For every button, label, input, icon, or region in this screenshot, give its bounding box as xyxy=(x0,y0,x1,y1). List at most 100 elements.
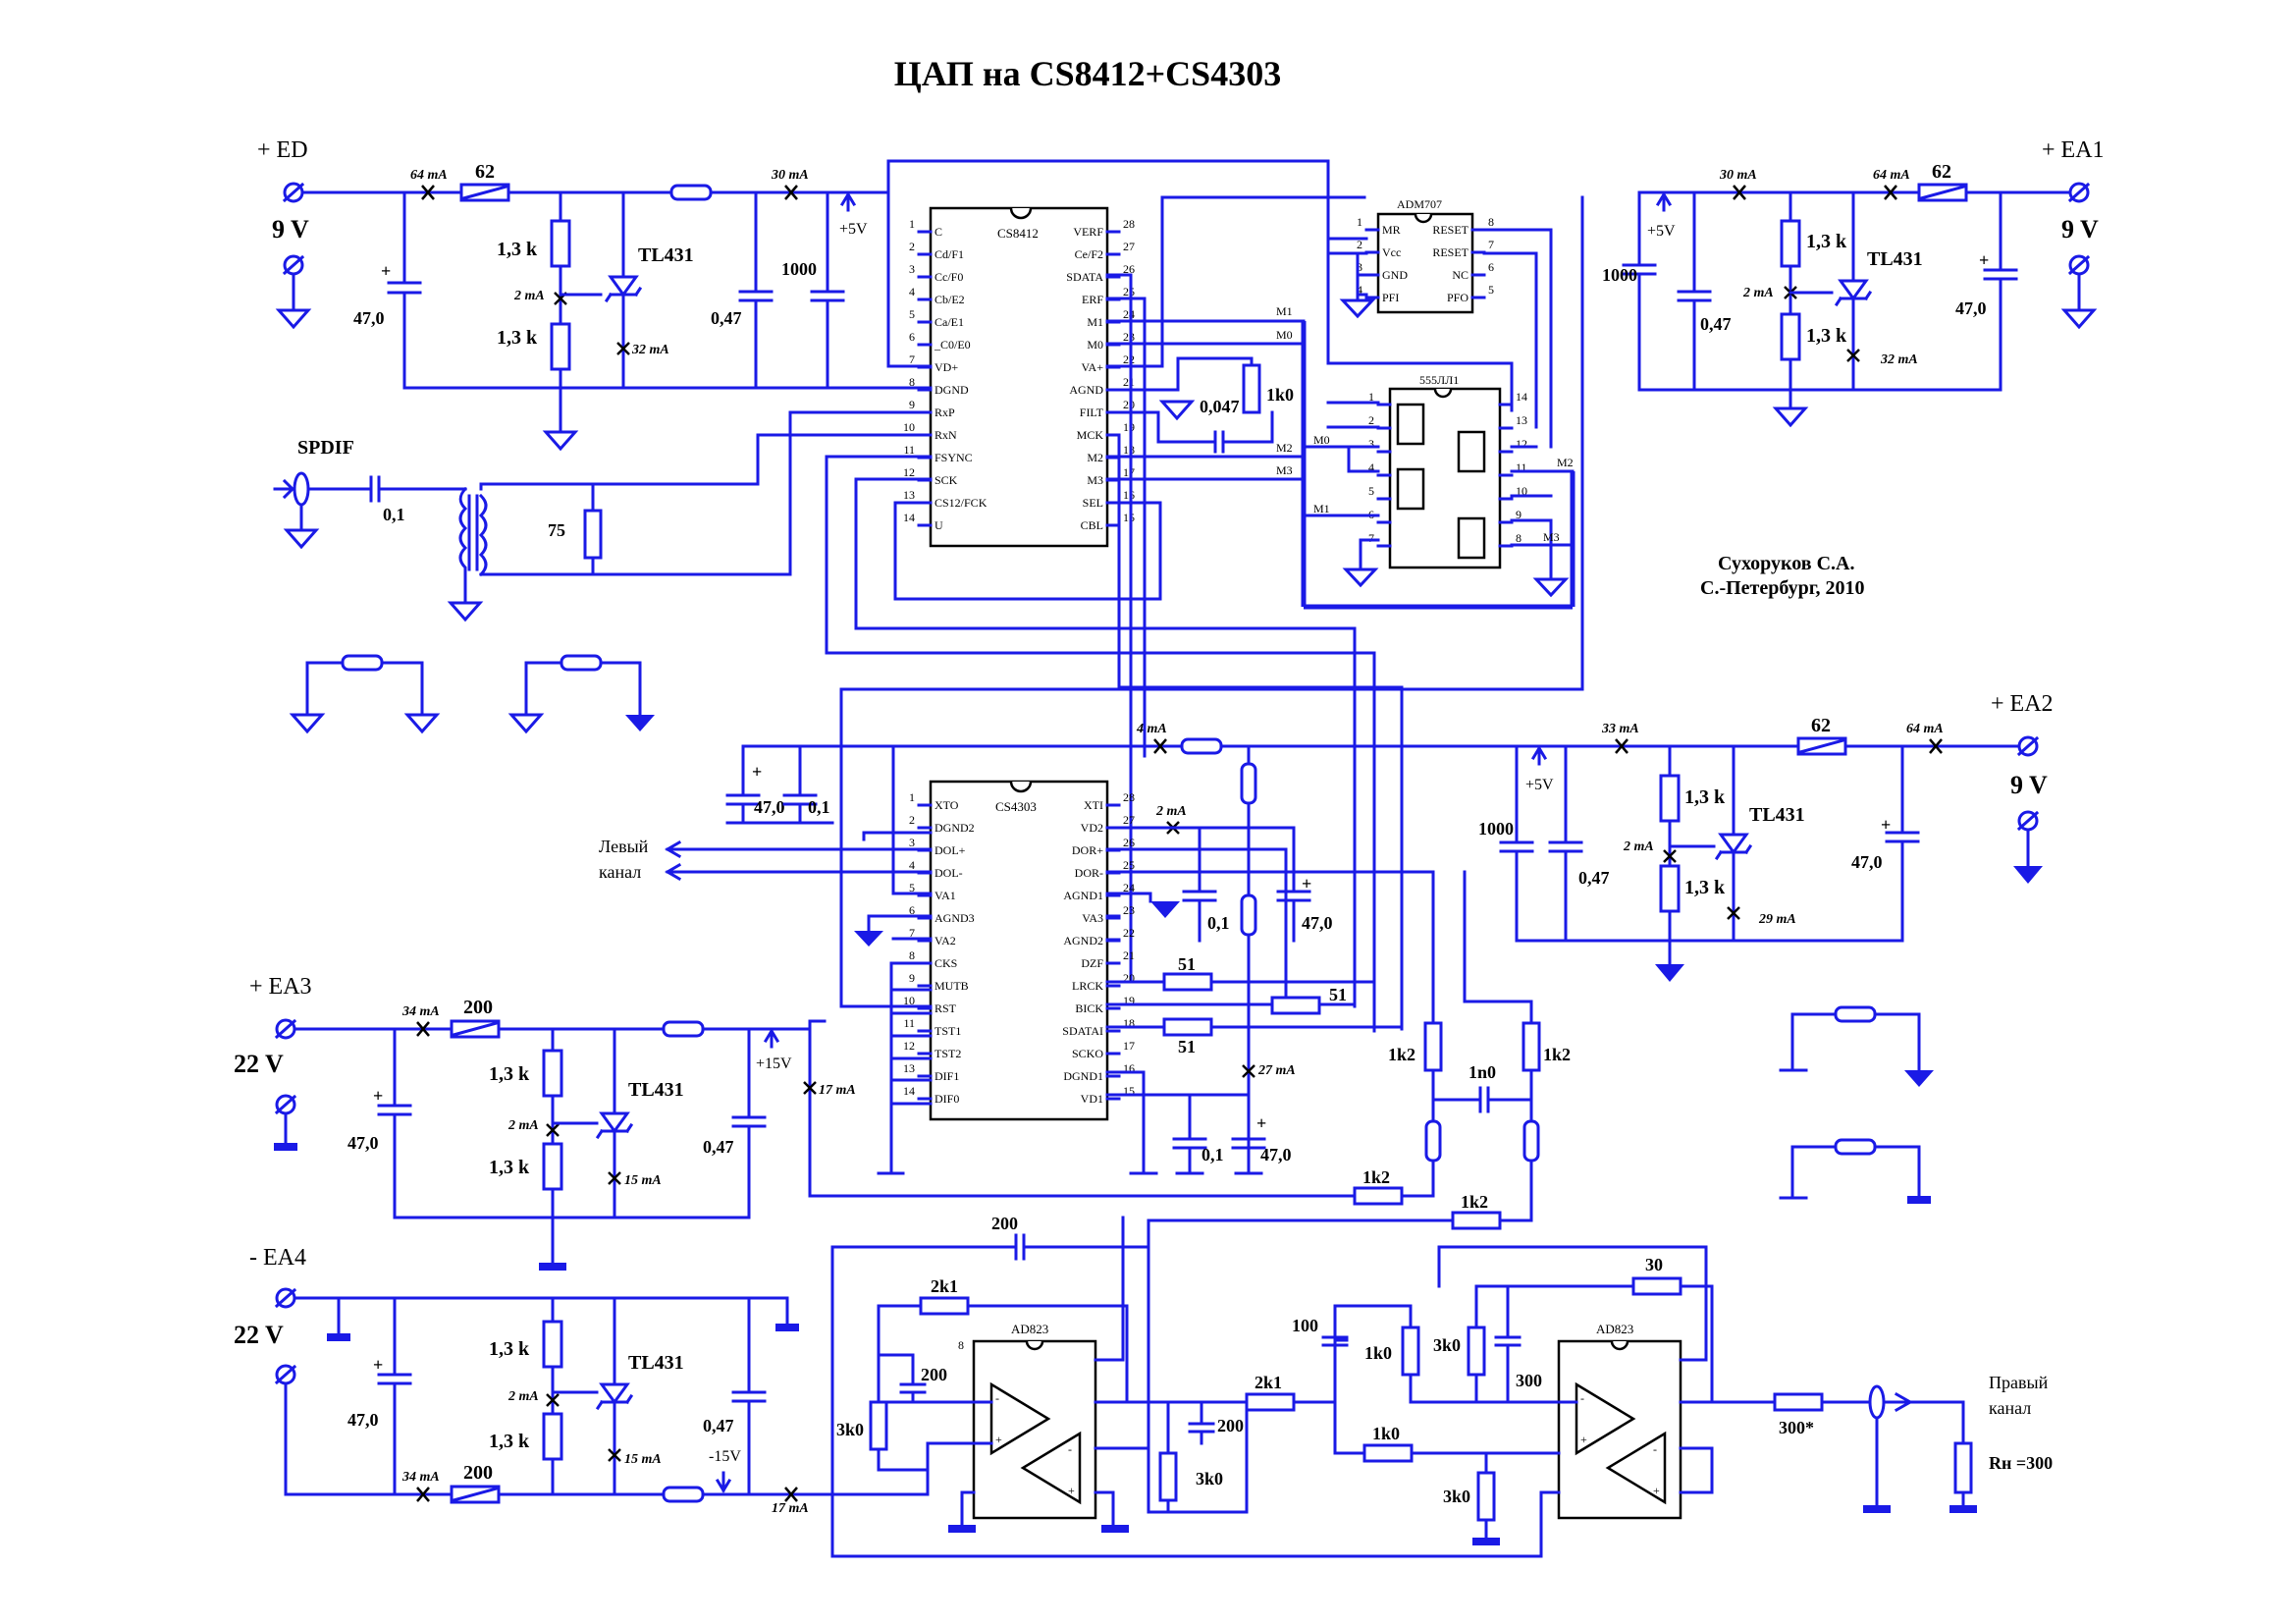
resistor-1k2-c[interactable] xyxy=(1353,1186,1404,1206)
pin-name: Cb/E2 xyxy=(934,293,965,306)
pin-name: RST xyxy=(934,1001,957,1015)
svg-text:+: + xyxy=(1302,874,1311,893)
net-m1-label-555: M1 xyxy=(1313,502,1330,515)
svg-text:+: + xyxy=(1580,1433,1587,1446)
resistor-13k-ea1-top[interactable] xyxy=(1780,219,1801,268)
ferrite-vd1[interactable] xyxy=(1240,893,1257,937)
pin-name: RxP xyxy=(934,406,955,419)
pin-number: 21 xyxy=(1123,375,1135,389)
ferrite-vd2[interactable] xyxy=(1240,762,1257,805)
pin-name: TST2 xyxy=(934,1047,961,1060)
resistor-1k2-d[interactable] xyxy=(1451,1211,1502,1230)
resistor-13k-ea2-top[interactable] xyxy=(1659,774,1681,823)
cs4303-name: CS4303 xyxy=(995,799,1037,814)
ground-icon xyxy=(542,430,579,452)
resistor-13k-ed-bot[interactable] xyxy=(550,322,571,371)
resistor-13k-ea4-top[interactable] xyxy=(542,1320,563,1369)
cap-047-ea3: 0,47 xyxy=(703,1137,734,1157)
resistor-3k0-a[interactable] xyxy=(869,1400,888,1451)
plus15v: +15V xyxy=(756,1056,792,1072)
current-17ma-ea3: 17 mA xyxy=(819,1083,856,1098)
resistor-13k-ed-top[interactable] xyxy=(550,219,571,268)
ferrite-ea2[interactable] xyxy=(1180,737,1223,755)
pin-name: DIF1 xyxy=(934,1069,959,1083)
svg-text:-: - xyxy=(995,1391,999,1405)
cap-47-ea2: 47,0 xyxy=(1851,852,1883,872)
svg-text:+: + xyxy=(1256,1113,1266,1133)
resistor-3k0-b[interactable] xyxy=(1158,1451,1178,1502)
pin-name: DOL+ xyxy=(934,843,966,857)
resistor-1k0-a[interactable] xyxy=(1401,1326,1420,1377)
current-2ma-cs4303: 2 mA xyxy=(1155,804,1187,819)
pin-number: 5 xyxy=(1368,484,1374,498)
ferrite-ed[interactable] xyxy=(669,184,713,201)
resistor-30[interactable] xyxy=(1631,1276,1682,1296)
resistor-1k2-a-value: 1k2 xyxy=(1388,1045,1415,1064)
resistor-13k-ea3-bot[interactable] xyxy=(542,1142,563,1191)
ferrite-1k2-b[interactable] xyxy=(1522,1119,1540,1163)
current-34ma-ea3: 34 mA xyxy=(401,1004,440,1019)
cap-0047-filt: 0,047 xyxy=(1200,397,1240,416)
resistor-3k0-c[interactable] xyxy=(1476,1471,1496,1522)
spdif-connector[interactable] xyxy=(273,478,295,500)
ferrite-ea3[interactable] xyxy=(662,1020,705,1038)
resistor-300s[interactable] xyxy=(1773,1392,1824,1412)
pin-number: 23 xyxy=(1123,330,1135,344)
resistor-3k0-d[interactable] xyxy=(1467,1326,1486,1377)
ad823-b-name: AD823 xyxy=(1596,1322,1633,1336)
pin-number: 21 xyxy=(1123,948,1135,962)
pin-name: RESET xyxy=(1432,223,1468,237)
resistor-75[interactable] xyxy=(583,509,603,560)
pin-name: DOR+ xyxy=(1072,843,1103,857)
chip-cs4303: CS4303 xyxy=(929,780,1109,1121)
resistor-1k0-filt[interactable] xyxy=(1242,363,1261,414)
resistor-2k1-in[interactable] xyxy=(1245,1392,1296,1412)
pin-name: FILT xyxy=(1080,406,1104,419)
resistor-13k-ea1-bot[interactable] xyxy=(1780,312,1801,361)
resistor-13k-ea2-bot-value: 1,3 k xyxy=(1684,877,1726,898)
resistor-1k0-b-value: 1k0 xyxy=(1372,1424,1400,1443)
net-m0-label-555: M0 xyxy=(1313,433,1330,447)
resistor-13k-ea3-top[interactable] xyxy=(542,1049,563,1098)
cs4303-body xyxy=(929,780,1109,1121)
resistor-13k-ea2-bot[interactable] xyxy=(1659,864,1681,913)
opamp-b1 xyxy=(1575,1381,1636,1456)
pin-number: 3 xyxy=(909,836,915,849)
load-label: Rн =300 xyxy=(1989,1453,2053,1473)
ground-icon xyxy=(283,528,320,550)
current-2ma-ed: 2 mA xyxy=(513,289,545,303)
pin-name: TST1 xyxy=(934,1024,961,1038)
cap-047-ea4: 0,47 xyxy=(703,1416,734,1435)
ferrite-1k2-a[interactable] xyxy=(1424,1119,1442,1163)
transformer-spdif[interactable] xyxy=(458,486,488,579)
opamp-a2 xyxy=(1020,1431,1082,1505)
cap-1n0: 1n0 xyxy=(1468,1062,1496,1082)
minus15v: -15V xyxy=(709,1448,741,1465)
resistor-load[interactable] xyxy=(1953,1441,1973,1494)
resistor-1k0-b[interactable] xyxy=(1362,1443,1414,1463)
resistor-1k2-a[interactable] xyxy=(1423,1021,1443,1072)
chip-adm707: ADM707 xyxy=(1376,197,1474,314)
rail-ea3-label: + EA3 xyxy=(249,974,312,1000)
pin-name: FSYNC xyxy=(934,451,973,464)
resistor-1k2-b-value: 1k2 xyxy=(1543,1045,1571,1064)
pin-name: CS12/FCK xyxy=(934,496,988,510)
cap-100: 100 xyxy=(1292,1316,1318,1335)
cap-47-cs4303a: 47,0 xyxy=(754,797,785,817)
ferrite-ea4[interactable] xyxy=(662,1486,705,1503)
resistor-13k-ea4-bot[interactable] xyxy=(542,1412,563,1461)
net-m0-label: M0 xyxy=(1276,328,1293,342)
cap-300: 300 xyxy=(1516,1371,1542,1390)
pin-name: VD1 xyxy=(1081,1092,1103,1106)
output-connector[interactable] xyxy=(1868,1384,1886,1420)
resistor-51-b[interactable] xyxy=(1270,996,1321,1015)
pin-number: 28 xyxy=(1123,217,1135,231)
rail-ea1-section: + EA1 9 V 1000 +5V 0,47 30 mA 64 mA 62 1… xyxy=(1602,137,2105,428)
ad823-a-name: AD823 xyxy=(1011,1322,1048,1336)
resistor-51-a[interactable] xyxy=(1162,972,1213,992)
pin-name: AGND xyxy=(1069,383,1103,397)
resistor-2k1-fb[interactable] xyxy=(919,1296,970,1316)
resistor-1k2-b[interactable] xyxy=(1522,1021,1541,1072)
resistor-51-c[interactable] xyxy=(1162,1017,1213,1037)
